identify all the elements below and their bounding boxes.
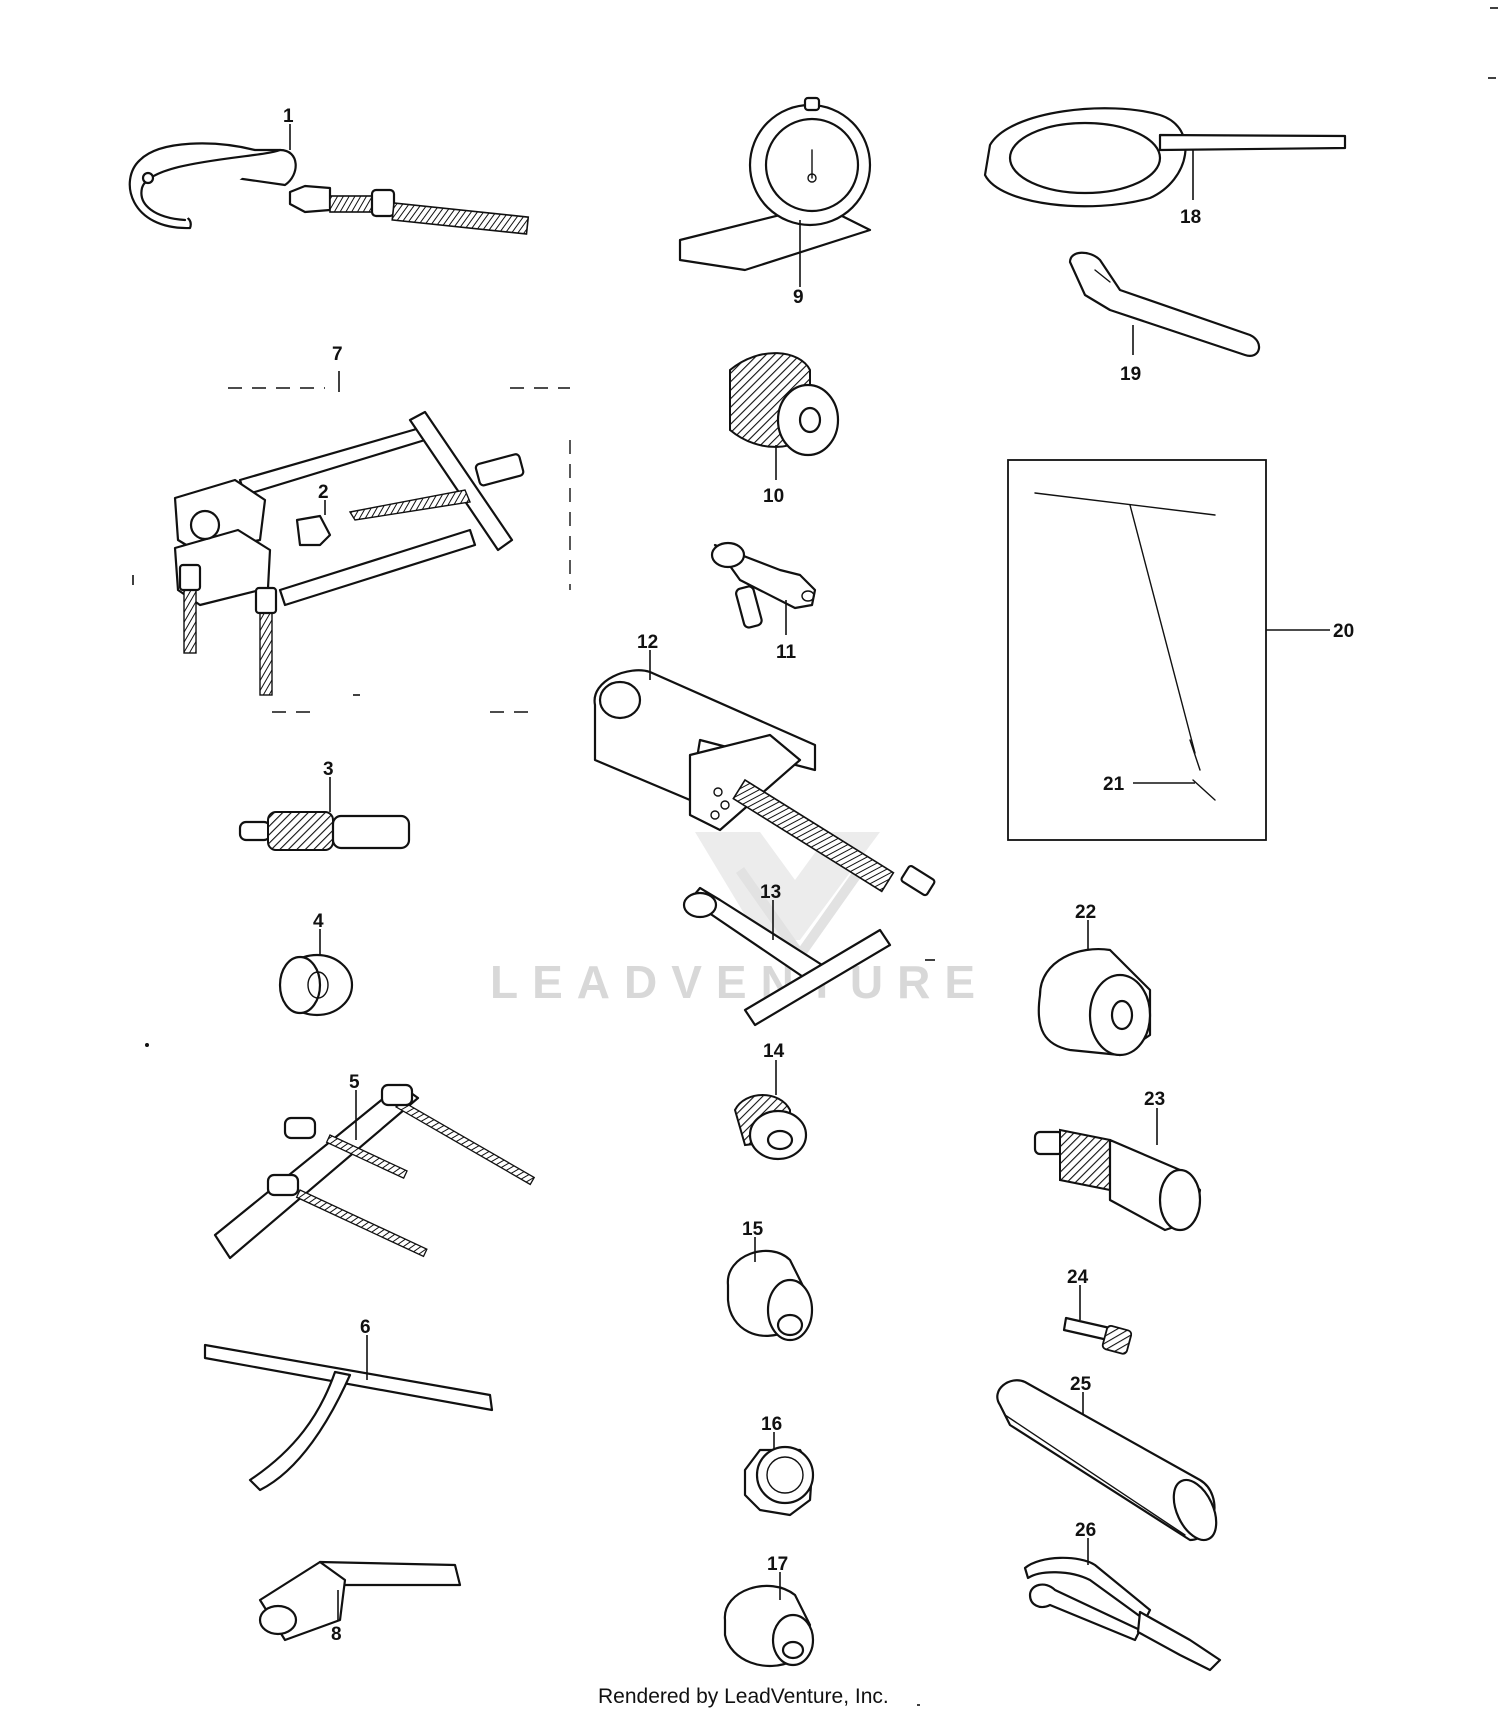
callout-25: 25 bbox=[1070, 1374, 1092, 1395]
tool-16-ring: 16 bbox=[743, 1414, 815, 1517]
callout-20: 20 bbox=[1333, 621, 1354, 642]
footer-credit: Rendered by LeadVenture, Inc. bbox=[598, 1685, 889, 1708]
callout-14: 14 bbox=[763, 1041, 785, 1062]
callout-11: 11 bbox=[776, 642, 797, 663]
tool-3-driver: 3 bbox=[238, 759, 411, 851]
callout-26: 26 bbox=[1075, 1520, 1096, 1541]
tool-26-pliers: 26 bbox=[1023, 1520, 1222, 1672]
callout-17: 17 bbox=[767, 1554, 788, 1575]
callout-18: 18 bbox=[1180, 207, 1201, 228]
callout-13: 13 bbox=[760, 882, 781, 903]
tool-24-pin: 24 bbox=[1062, 1267, 1133, 1355]
callout-21: 21 bbox=[1103, 774, 1125, 795]
callout-4: 4 bbox=[313, 911, 324, 932]
tool-17-driver: 17 bbox=[723, 1554, 815, 1668]
callout-9: 9 bbox=[793, 287, 804, 308]
callout-15: 15 bbox=[742, 1219, 764, 1240]
callout-1: 1 bbox=[283, 106, 294, 127]
tool-10-socket: 10 bbox=[729, 352, 840, 507]
tool-12-clamp-press: 12 bbox=[593, 632, 936, 897]
callout-12: 12 bbox=[637, 632, 658, 653]
corner-marks bbox=[1488, 7, 1498, 79]
callout-8: 8 bbox=[331, 1624, 342, 1645]
callout-19: 19 bbox=[1120, 364, 1141, 385]
tool-23-driver: 23 bbox=[1033, 1089, 1202, 1232]
tool-13-t-socket: 13 bbox=[682, 882, 892, 1027]
tool-19-spanner: 19 bbox=[1068, 251, 1261, 385]
callout-2: 2 bbox=[318, 482, 329, 503]
tool-15-stepped-driver: 15 bbox=[726, 1219, 814, 1342]
tool-7-puller-frame: 7 2 bbox=[173, 344, 571, 713]
tool-22-cup-driver: 22 bbox=[1037, 902, 1152, 1057]
callout-5: 5 bbox=[349, 1072, 360, 1093]
callout-10: 10 bbox=[763, 486, 784, 507]
callout-6: 6 bbox=[360, 1317, 371, 1338]
callout-23: 23 bbox=[1144, 1089, 1165, 1110]
tool-11-valve-adapter: 11 bbox=[710, 541, 817, 663]
callout-16: 16 bbox=[761, 1414, 782, 1435]
tool-20-probe-box: 20 21 bbox=[1007, 459, 1354, 841]
callout-24: 24 bbox=[1067, 1267, 1089, 1288]
tool-4-collar: 4 bbox=[278, 911, 354, 1017]
tool-25-tube: 25 bbox=[996, 1374, 1218, 1542]
tool-14-cup: 14 bbox=[733, 1041, 808, 1161]
watermark: LEADVENTURE bbox=[490, 832, 989, 1008]
callout-7: 7 bbox=[332, 344, 343, 365]
tool-1-hook-puller: 1 bbox=[128, 106, 530, 235]
callout-3: 3 bbox=[323, 759, 334, 780]
tool-5-holder: 5 bbox=[213, 1072, 536, 1260]
tool-9-dial-gauge: 9 bbox=[678, 96, 872, 308]
callout-22: 22 bbox=[1075, 902, 1096, 923]
stray-marks bbox=[132, 575, 935, 1706]
tool-6-t-wrench: 6 bbox=[203, 1317, 494, 1492]
watermark-text: LEADVENTURE bbox=[490, 956, 989, 1008]
tool-8-crank: 8 bbox=[258, 1560, 462, 1645]
tool-18-clutch-holder: 18 bbox=[983, 107, 1347, 228]
